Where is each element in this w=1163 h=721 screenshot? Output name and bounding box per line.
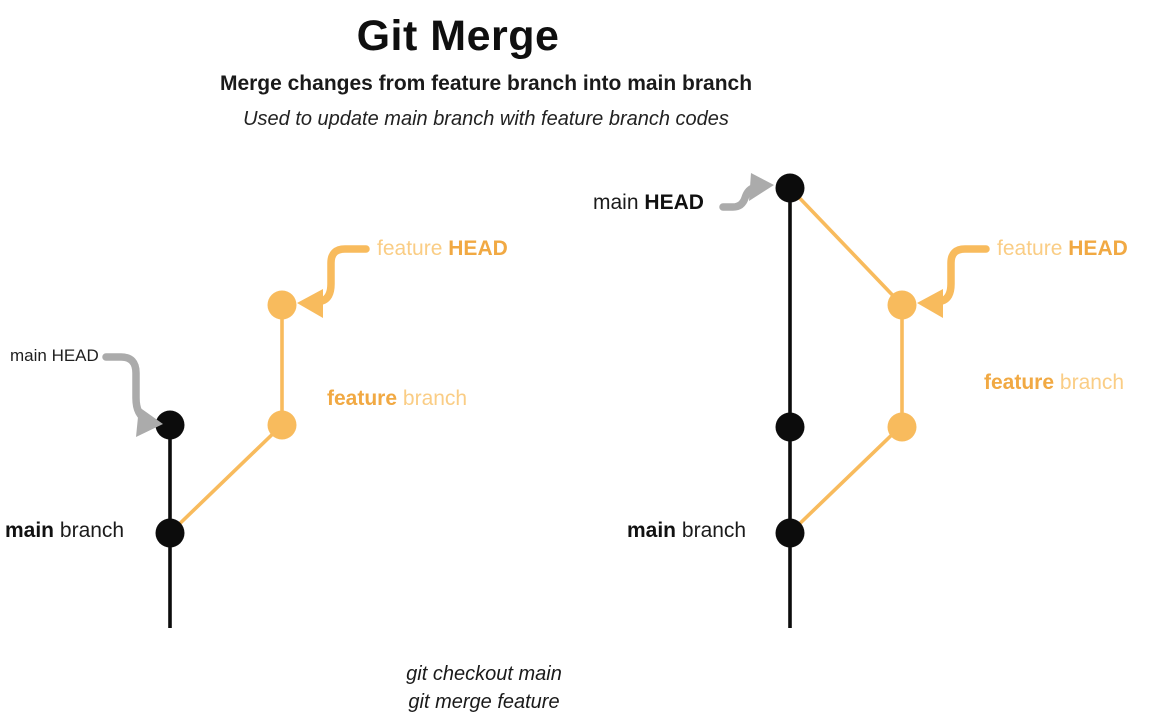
branch-word: branch [59,519,125,542]
commit-node-feature-base [887,412,917,442]
commit-node-main-head [155,410,185,440]
label-feature-branch-before: feature branch [327,387,467,411]
branch-word: branch [402,387,468,410]
label-main-head-after: main HEAD [593,191,704,215]
main-head-arrowhead-icon [136,407,163,437]
diagram-after-merge [719,173,990,628]
tagline: Used to update main branch with feature … [243,108,729,130]
head-word: HEAD [448,237,508,260]
commit-node-feature-base [267,410,297,440]
commit-node-feature-head [267,290,297,320]
label-feature-branch-after: feature branch [984,371,1124,395]
diagram-before-merge [102,245,370,628]
commit-node-merge [775,173,805,203]
feature-head-arrowhead-icon [917,289,943,318]
main-word: main [5,519,55,542]
feature-branch-diverge-edge [788,423,904,535]
head-word: HEAD [644,191,704,214]
command-merge: git merge feature [408,691,560,713]
branch-word: branch [1059,371,1125,394]
branch-word: branch [681,519,747,542]
feature-word: feature [984,371,1055,394]
commit-node-main-base [155,518,185,548]
feature-head-arrow [938,245,990,305]
feature-word: feature [377,237,443,260]
subtitle: Merge changes from feature branch into m… [219,72,753,95]
label-main-head-before: main HEAD [10,346,99,366]
feature-word: feature [997,237,1063,260]
main-head-arrowhead-icon [749,173,774,201]
head-word: HEAD [1068,237,1128,260]
feature-word: feature [327,387,398,410]
feature-merge-edge [788,186,904,307]
feature-branch-diverge-edge [168,423,284,535]
page-title: Git Merge [356,12,560,60]
commit-node-main-mid [775,412,805,442]
commit-node-main-base [775,518,805,548]
main-head-text: main HEAD [10,346,99,365]
label-main-branch-before: main branch [5,519,124,543]
command-checkout: git checkout main [406,663,562,685]
main-word: main [593,191,639,214]
feature-head-arrow [318,245,370,305]
label-main-branch-after: main branch [627,519,746,543]
label-feature-head-before: feature HEAD [377,237,508,261]
commit-node-feature-head [887,290,917,320]
main-word: main [627,519,677,542]
feature-head-arrowhead-icon [297,289,323,318]
label-feature-head-after: feature HEAD [997,237,1128,261]
